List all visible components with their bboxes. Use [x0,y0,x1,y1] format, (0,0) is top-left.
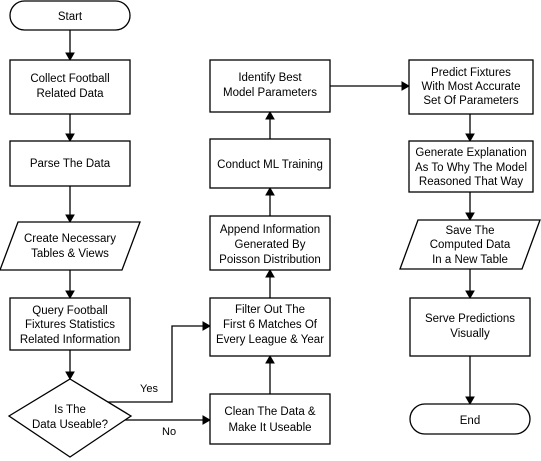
edges [65,30,475,425]
node-label-line: First 6 Matches Of [223,319,318,331]
arrowhead [65,371,75,381]
node-label-line: Generated By [235,239,306,251]
arrowhead [465,290,475,300]
node-label-line: Is The [54,404,86,416]
process-box [9,140,131,187]
node-label-line: Predict Fixtures [431,67,511,79]
edge-label-yes: Yes [140,383,158,395]
node-label: End [460,415,480,427]
node-label-line: Computed Data [430,239,511,251]
arrowhead [65,290,75,300]
node-label-line: In a New Table [432,254,508,266]
process-box [9,59,131,115]
arrowhead [265,110,275,120]
process-box [9,297,131,351]
node-label-line: Generate Explanation [415,147,526,159]
node-label-line: Model Parameters [223,87,317,99]
node-label-line: Every League & Year [216,334,324,346]
node-label-line: Poisson Distribution [219,254,321,266]
process-box [209,59,331,113]
node-label-line: Append Information [220,224,320,236]
arrowhead [265,186,275,196]
node-predict[interactable]: Predict Fixtures With Most Accurate Set … [408,59,534,115]
node-label-line: Related Data [36,88,104,100]
process-box [209,215,331,271]
io-parallelogram [0,221,141,271]
node-label-line: Filter Out The [235,304,305,316]
arrowhead [465,396,475,406]
arrowhead [465,133,475,143]
arrowhead [265,354,275,364]
arrowhead [401,81,411,91]
process-box [209,138,331,189]
node-parse[interactable]: Parse The Data [9,140,131,187]
process-box [408,59,534,115]
process-box [409,297,531,357]
node-query[interactable]: Query Football Fixtures Statistics Relat… [9,297,131,351]
arrowhead [265,268,275,278]
node-save[interactable]: Save The Computed Data In a New Table [399,219,541,270]
node-decision[interactable]: Is The Data Useable? [7,378,133,458]
node-label-line: Data Useable? [32,419,108,431]
arrowhead [65,214,75,224]
node-label-line: Save The [445,225,494,237]
edge-label-no: No [162,426,176,438]
arrowhead [65,52,75,62]
node-label-line: Create Necessary [24,233,116,245]
arrowhead [202,415,212,425]
node-start[interactable]: Start [9,0,131,31]
node-create-tables[interactable]: Create Necessary Tables & Views [0,221,141,271]
node-label-line: Set Of Parameters [423,95,518,107]
node-append[interactable]: Append Information Generated By Poisson … [209,215,331,271]
node-filter[interactable]: Filter Out The First 6 Matches Of Every … [209,297,331,357]
node-label-line: Fixtures Statistics [25,319,115,331]
node-end[interactable]: End [409,403,531,435]
io-parallelogram [399,219,541,270]
process-box [209,297,331,357]
node-label: Parse The Data [30,158,111,170]
node-label-line: Related Information [20,334,120,346]
node-label-line: Clean The Data & [224,406,316,418]
node-serve[interactable]: Serve Predictions Visually [409,297,531,357]
node-label: Conduct ML Training [217,159,323,171]
process-box [408,140,534,193]
arrowhead [65,133,75,143]
process-box [209,393,331,445]
node-label-line: Serve Predictions [425,313,515,325]
node-label-line: As To Why The Model [415,162,527,174]
node-label-line: Make It Useable [228,422,311,434]
node-label-line: Reasoned That Way [419,176,523,188]
node-label-line: Collect Football [30,73,109,85]
node-label-line: Visually [450,328,490,340]
node-collect[interactable]: Collect Football Related Data [9,59,131,115]
arrowhead [465,212,475,222]
node-label-line: With Most Accurate [421,81,520,93]
node-label-line: Query Football [32,305,107,317]
node-explain[interactable]: Generate Explanation As To Why The Model… [408,140,534,193]
arrowhead [202,321,212,331]
node-identify[interactable]: Identify Best Model Parameters [209,59,331,113]
node-label: Start [58,11,83,23]
node-clean[interactable]: Clean The Data & Make It Useable [209,393,331,445]
node-label-line: Identify Best [238,72,302,84]
start-terminator [9,0,131,31]
node-label-line: Tables & Views [31,248,109,260]
end-terminator [409,403,531,435]
edge-decision-filter-yes [104,325,204,403]
decision-diamond [7,378,133,458]
node-train[interactable]: Conduct ML Training [209,138,331,189]
